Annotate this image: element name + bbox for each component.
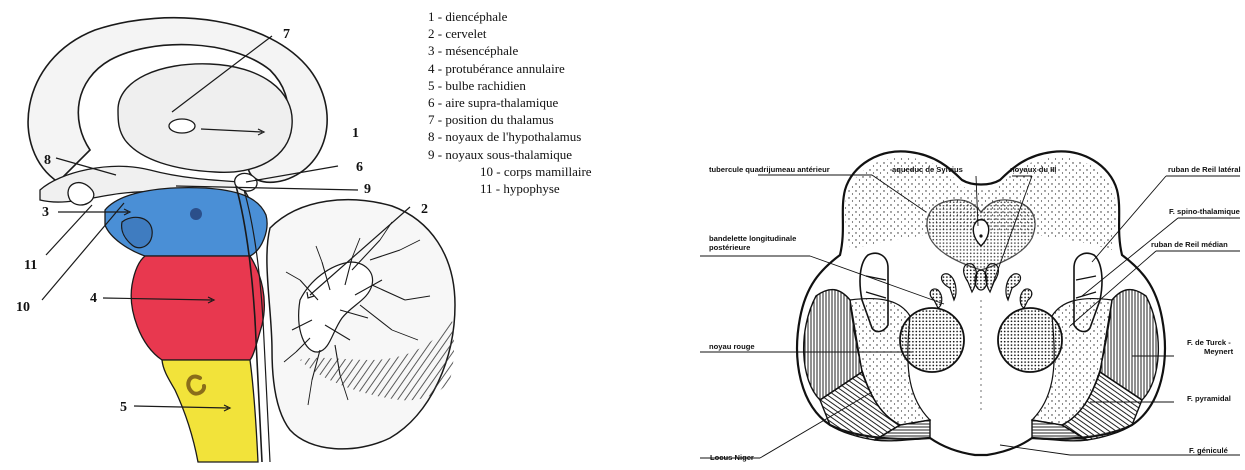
legend-item: 9 - noyaux sous-thalamique — [428, 146, 592, 163]
cervelet-region — [267, 200, 455, 449]
number-3: 3 — [42, 205, 49, 220]
legend-item: 4 - protubérance annulaire — [428, 60, 592, 77]
number-2: 2 — [421, 202, 428, 217]
label-noyau-rouge: noyau rouge — [709, 342, 755, 351]
protuberance-region — [131, 256, 264, 360]
label-turck-1: F. de Turck - — [1187, 338, 1231, 347]
label-spino: F. spino-thalamique — [1169, 207, 1240, 216]
legend-item: 8 - noyaux de l'hypothalamus — [428, 128, 592, 145]
number-9: 9 — [364, 182, 371, 197]
number-7: 7 — [283, 27, 290, 42]
legend-item: 7 - position du thalamus — [428, 111, 592, 128]
number-10: 10 — [16, 300, 30, 315]
legend-item: 3 - mésencéphale — [428, 42, 592, 59]
legend-item: 6 - aire supra-thalamique — [428, 94, 592, 111]
left-legend: 1 - diencéphale 2 - cervelet 3 - mésencé… — [428, 8, 592, 197]
aqueduct-dot — [979, 234, 982, 237]
label-noyaux-iii: noyaux du III — [1010, 165, 1056, 174]
midbrain-cross-section: tubercule quadrijumeau antérieur aqueduc… — [700, 151, 1241, 462]
label-aqueduc: aqueduc de Sylvius — [892, 165, 963, 174]
label-bandelette-1: bandelette longitudinale — [709, 234, 796, 243]
legend-item: 5 - bulbe rachidien — [428, 77, 592, 94]
label-locus: Locus Niger — [710, 453, 754, 462]
mesencephale-nucleus — [190, 208, 202, 220]
label-tubercule: tubercule quadrijumeau antérieur — [709, 165, 830, 174]
legend-item: 11 - hypophyse — [428, 180, 592, 197]
thalamus-position — [169, 119, 195, 133]
legend-item: 2 - cervelet — [428, 25, 592, 42]
number-11: 11 — [24, 258, 37, 273]
label-ruban-lateral: ruban de Reil latéral — [1168, 165, 1241, 174]
number-8: 8 — [44, 153, 51, 168]
label-genicule: F. géniculé — [1189, 446, 1228, 455]
label-bandelette-2: postérieure — [709, 243, 750, 252]
bulbe-region — [162, 360, 258, 462]
legend-item: 1 - diencéphale — [428, 8, 592, 25]
legend-item: 10 - corps mamillaire — [428, 163, 592, 180]
label-turck-2: Meynert — [1204, 347, 1234, 356]
sagittal-brain-section: 1 2 3 4 5 6 7 8 9 10 11 — [16, 18, 455, 462]
label-pyramidal: F. pyramidal — [1187, 394, 1231, 403]
number-6: 6 — [356, 160, 363, 175]
number-5: 5 — [120, 400, 127, 415]
thalamus-region — [118, 64, 292, 172]
number-4: 4 — [90, 291, 97, 306]
label-ruban-median: ruban de Reil médian — [1151, 240, 1228, 249]
number-1: 1 — [352, 126, 359, 141]
